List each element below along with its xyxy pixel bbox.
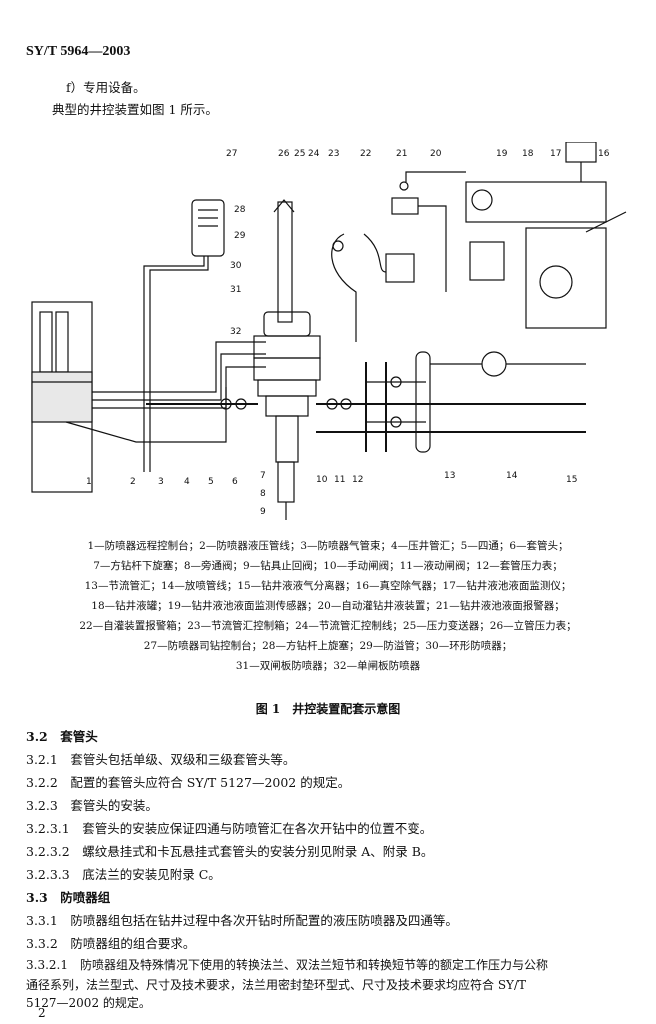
figure-label-13: 13 — [444, 471, 455, 481]
figure-label-20: 20 — [430, 149, 442, 159]
caption-line: 7—方钻杆下旋塞；8—旁通阀；9—钻具止回阀；10—手动闸阀；11—液动闸阀；1… — [93, 560, 563, 572]
section-text: 防喷器组的组合要求。 — [70, 936, 196, 951]
figure-label-12: 12 — [352, 475, 363, 485]
figure-label-1: 1 — [86, 477, 92, 487]
figure-label-16: 16 — [598, 149, 610, 159]
mud-tank-shape — [465, 181, 627, 329]
section-text: 套管头包括单级、双级和三级套管头等。 — [70, 752, 296, 767]
choke-manifold-shape — [365, 351, 431, 453]
figure-label-25: 25 — [294, 149, 305, 159]
separator-shape — [481, 351, 507, 377]
section-text: 防喷器组及特殊情况下使用的转换法兰、双法兰短节和转换短节等的额定工作压力与公称 — [80, 958, 549, 972]
section-text: 套管头的安装应保证四通与防喷管汇在各次开钻中的位置不变。 — [82, 821, 433, 836]
section-number: 3.2.2 — [26, 775, 58, 790]
section-clause: 3.2.1 套管头包括单级、双级和三级套管头等。 — [26, 749, 295, 768]
alarm-box-shape — [391, 197, 419, 215]
figure-label-32: 32 — [230, 327, 241, 337]
section-text: 螺纹悬挂式和卡瓦悬挂式套管头的安装分别见附录 A、附录 B。 — [82, 844, 434, 859]
list-item-f: f）专用设备。 — [66, 80, 146, 95]
figure-label-18: 18 — [522, 149, 534, 159]
figure-label-3: 3 — [158, 477, 164, 487]
section-clause: 3.3.1 防喷器组包括在钻井过程中各次开钻时所配置的液压防喷器及四通等。 — [26, 910, 458, 929]
page-number: 2 — [38, 1006, 46, 1020]
section-number: 3.2.1 — [26, 752, 58, 767]
section-clause: 3.2.2 配置的套管头应符合 SY/T 5127—2002 的规定。 — [26, 772, 350, 791]
remote-control-station-shape — [31, 301, 93, 493]
section-text: 套管头 — [60, 729, 98, 744]
driller-console-shape — [191, 199, 225, 257]
figure-label-4: 4 — [184, 477, 190, 487]
section-text: 防喷器组 — [60, 890, 111, 905]
section-clause: 3.2.3.3 底法兰的安装见附录 C。 — [26, 864, 221, 883]
section-number: 3.3.1 — [26, 913, 58, 928]
caption-line: 1—防喷器远程控制台；2—防喷器液压管线；3—防喷器气管束；4—压井管汇；5—四… — [87, 540, 569, 552]
caption-line: 13—节流管汇；14—放喷管线；15—钻井液液气分离器；16—真空除气器；17—… — [84, 580, 572, 592]
section-clause: 3.3.2.1 防喷器组及特殊情况下使用的转换法兰、双法兰短节和转换短节等的额定… — [26, 956, 548, 973]
figure-label-8: 8 — [260, 489, 266, 499]
caption-line: 22—自灌装置报警箱；23—节流管汇控制箱；24—节流管汇控制线；25—压力变送… — [79, 620, 577, 632]
figure-label-23: 23 — [328, 149, 339, 159]
figure-label-11: 11 — [334, 475, 345, 485]
figure-label-19: 19 — [496, 149, 508, 159]
section-clause: 3.3.2 防喷器组的组合要求。 — [26, 933, 195, 952]
figure-label-14: 14 — [506, 471, 518, 481]
figure-label-30: 30 — [230, 261, 242, 271]
section-heading: 3.2 套管头 — [26, 726, 98, 745]
figure-label-5: 5 — [208, 477, 214, 487]
sensor-box-shape — [469, 241, 505, 281]
well-control-schematic: 1 2 3 4 5 6 7 8 9 10 11 12 13 14 15 16 1… — [31, 142, 627, 520]
section-number: 3.2.3.3 — [26, 867, 70, 882]
figure-label-17: 17 — [550, 149, 561, 159]
figure-label-15: 15 — [566, 475, 577, 485]
section-number: 3.2.3 — [26, 798, 58, 813]
section-text: 防喷器组包括在钻井过程中各次开钻时所配置的液压防喷器及四通等。 — [70, 913, 458, 928]
figure-label-31: 31 — [230, 285, 241, 295]
figure-label-2: 2 — [130, 477, 136, 487]
figure-label-10: 10 — [316, 475, 328, 485]
section-number: 3.3 — [26, 890, 48, 905]
standard-code-header: SY/T 5964—2003 — [26, 44, 131, 59]
choke-control-box-shape — [385, 253, 415, 283]
figure-title: 图 1 井控装置配套示意图 — [255, 702, 401, 716]
figure-label-24: 24 — [308, 149, 320, 159]
bop-stack-shape — [253, 199, 321, 520]
section-number: 3.2 — [26, 729, 48, 744]
figure-label-26: 26 — [278, 149, 290, 159]
section-heading: 3.3 防喷器组 — [26, 887, 110, 906]
figure-label-21: 21 — [396, 149, 407, 159]
section-text: 底法兰的安装见附录 C。 — [82, 867, 221, 882]
caption-line: 18—钻井液罐；19—钻井液池液面监测传感器；20—自动灌钻井液装置；21—钻井… — [91, 600, 565, 612]
figure-label-29: 29 — [234, 231, 246, 241]
section-number: 3.2.3.2 — [26, 844, 70, 859]
section-text: 配置的套管头应符合 SY/T 5127—2002 的规定。 — [70, 775, 351, 790]
section-clause: 3.2.3.2 螺纹悬挂式和卡瓦悬挂式套管头的安装分别见附录 A、附录 B。 — [26, 841, 433, 860]
figure-label-7: 7 — [260, 471, 266, 481]
figure-label-22: 22 — [360, 149, 371, 159]
section-number: 3.3.2.1 — [26, 958, 68, 972]
figure-label-27: 27 — [226, 149, 237, 159]
paragraph-continuation: 5127—2002 的规定。 — [26, 996, 151, 1010]
section-clause: 3.2.3 套管头的安装。 — [26, 795, 158, 814]
figure-label-28: 28 — [234, 205, 246, 215]
caption-line: 31—双闸板防喷器；32—单闸板防喷器 — [235, 660, 421, 672]
caption-line: 27—防喷器司钻控制台；28—方钻杆上旋塞；29—防溢管；30—环形防喷器； — [143, 640, 513, 652]
section-text: 套管头的安装。 — [70, 798, 158, 813]
paragraph-continuation: 通径系列，法兰型式、尺寸及技术要求，法兰用密封垫环型式、尺寸及技术要求均应符合 … — [26, 978, 527, 992]
figure-label-6: 6 — [232, 477, 238, 487]
figure-label-9: 9 — [260, 507, 266, 517]
figure-intro-text: 典型的井控装置如图 1 所示。 — [52, 102, 218, 117]
section-number: 3.2.3.1 — [26, 821, 70, 836]
section-clause: 3.2.3.1 套管头的安装应保证四通与防喷管汇在各次开钻中的位置不变。 — [26, 818, 432, 837]
section-number: 3.3.2 — [26, 936, 58, 951]
level-monitor-shape — [565, 142, 597, 163]
